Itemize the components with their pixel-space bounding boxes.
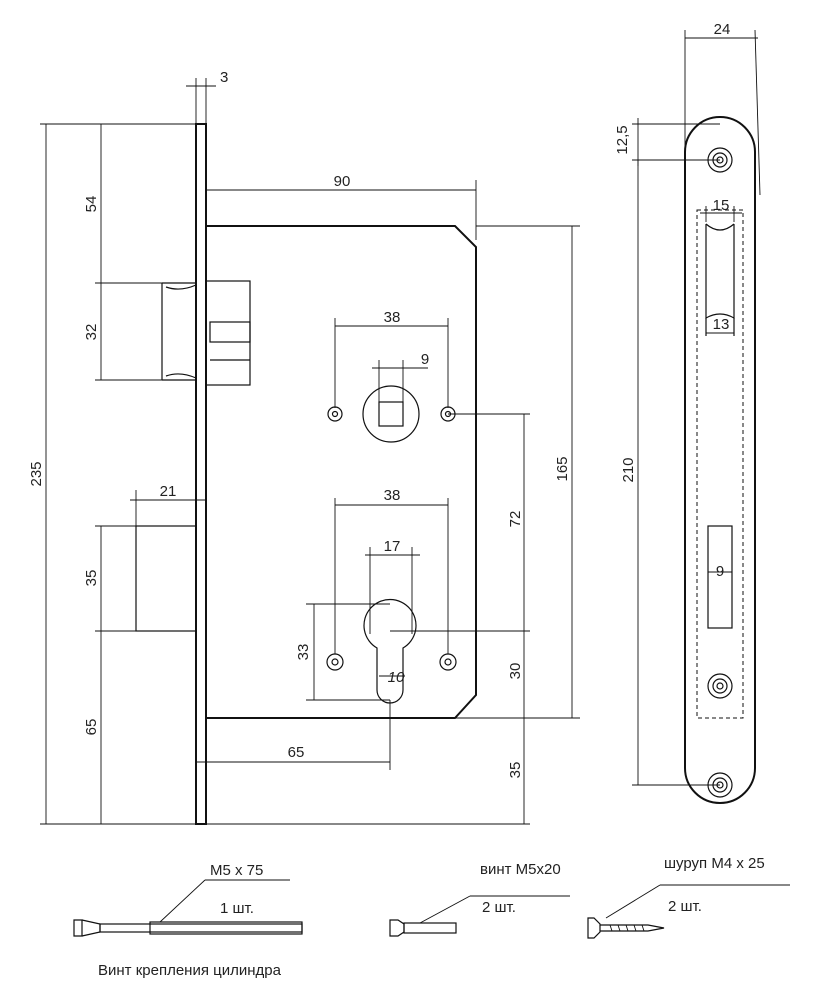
- wood-screw-spec: шуруп М4 х 25: [664, 855, 765, 872]
- front-plate-face: [684, 116, 756, 804]
- dim-9-plate: 9: [716, 563, 724, 580]
- dim-17: 17: [384, 538, 401, 555]
- dim-32: 32: [83, 324, 100, 341]
- dimension-lines-plate: [632, 29, 761, 786]
- dim-13: 13: [713, 316, 730, 333]
- dimension-lines-left: [40, 78, 216, 825]
- dim-210: 210: [620, 457, 637, 482]
- dim-33: 33: [295, 644, 312, 661]
- dim-24: 24: [714, 21, 731, 38]
- dim-15: 15: [713, 197, 730, 214]
- bolt-spec: M5 x 75: [210, 862, 263, 879]
- dim-35-left: 35: [83, 570, 100, 587]
- dimension-texts: 3 54 32 235 21 35 65 90 38 9 38 17 33 10…: [28, 21, 730, 778]
- screw-qty: 2 шт.: [482, 899, 516, 916]
- dim-65-left: 65: [83, 719, 100, 736]
- wood-screw-m4x25: [587, 884, 790, 939]
- dimension-lines-case: [196, 180, 580, 825]
- dim-10: 10: [388, 669, 405, 686]
- dim-3: 3: [220, 69, 228, 86]
- front-plate-side: [195, 123, 207, 825]
- bolt-qty: 1 шт.: [220, 900, 254, 917]
- dim-65-bottom: 65: [288, 744, 305, 761]
- dim-38-top: 38: [384, 309, 401, 326]
- dim-35-right: 35: [507, 762, 524, 779]
- wood-screw-qty: 2 шт.: [668, 898, 702, 915]
- dim-72: 72: [507, 511, 524, 528]
- dim-9-top: 9: [421, 351, 429, 368]
- dim-235: 235: [28, 461, 45, 486]
- dim-12-5: 12,5: [614, 125, 631, 154]
- cylinder-bolt-m5x75: [73, 879, 303, 937]
- dim-21: 21: [160, 483, 177, 500]
- dim-38-bottom: 38: [384, 487, 401, 504]
- dead-bolt: [135, 525, 197, 632]
- lock-case: [206, 225, 477, 719]
- dim-90: 90: [334, 173, 351, 190]
- bolt-caption: Винт крепления цилиндра: [98, 962, 282, 979]
- dim-54: 54: [83, 196, 100, 213]
- dim-30: 30: [507, 663, 524, 680]
- screw-spec: винт М5х20: [480, 861, 561, 878]
- latch-bolt: [161, 280, 251, 386]
- dim-165: 165: [554, 456, 571, 481]
- cylinder-hole: [326, 598, 457, 704]
- screw-m5x20: [389, 895, 570, 937]
- spindle-hole: [327, 385, 456, 443]
